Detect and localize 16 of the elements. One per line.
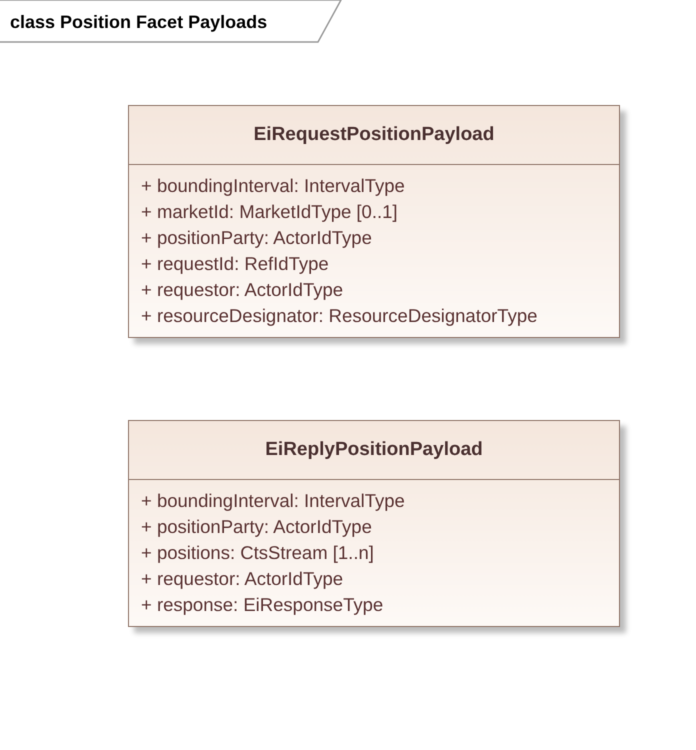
attribute-text: + positionParty: ActorIdType xyxy=(141,226,372,250)
attribute-text: + positions: CtsStream [1..n] xyxy=(141,541,374,565)
attribute-text: + boundingInterval: IntervalType xyxy=(141,174,405,198)
diagram-title: class Position Facet Payloads xyxy=(10,12,268,33)
attribute-text: + requestId: RefIdType xyxy=(141,252,329,276)
attribute-text: + boundingInterval: IntervalType xyxy=(141,489,405,513)
class-name: EiReplyPositionPayload xyxy=(265,439,483,461)
attribute-text: + requestor: ActorIdType xyxy=(141,567,344,591)
class-box xyxy=(128,105,620,338)
attribute-text: + requestor: ActorIdType xyxy=(141,278,344,302)
attribute-text: + positionParty: ActorIdType xyxy=(141,515,372,539)
class-name: EiRequestPositionPayload xyxy=(254,124,494,146)
attribute-text: + resourceDesignator: ResourceDesignatorType xyxy=(141,304,538,328)
attribute-text: + marketId: MarketIdType [0..1] xyxy=(141,200,398,224)
attribute-text: + response: EiResponseType xyxy=(141,593,384,617)
class-box xyxy=(128,420,620,627)
